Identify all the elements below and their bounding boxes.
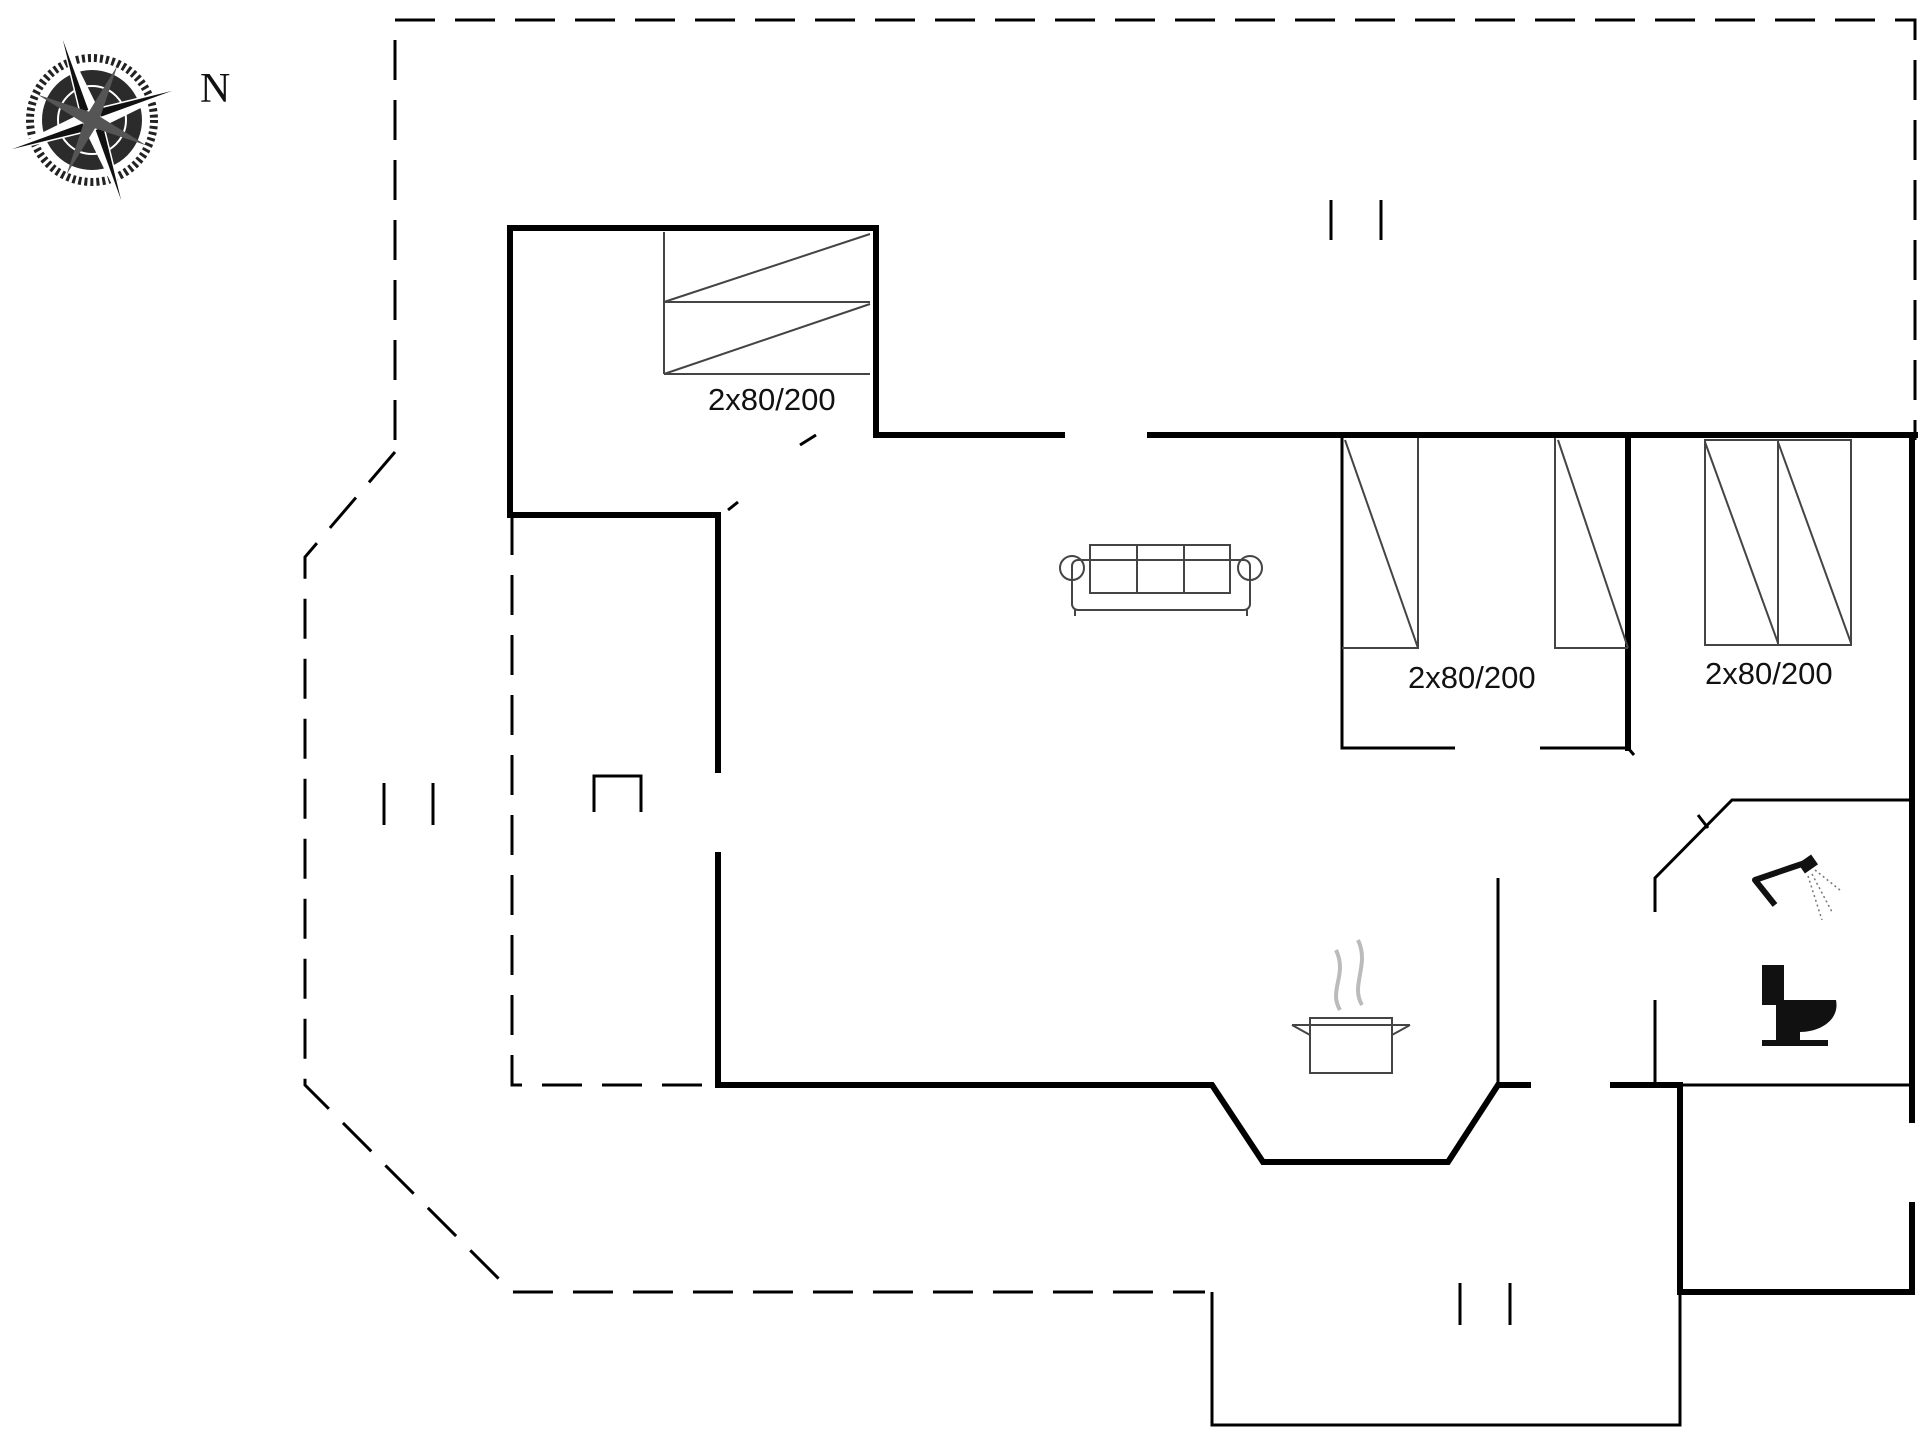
bathroom-wall <box>1653 798 1912 912</box>
porch-outline <box>1210 1292 1682 1427</box>
south-wall <box>715 1082 1531 1165</box>
bed-pair-top-left <box>663 232 871 375</box>
shower-icon <box>1752 854 1841 921</box>
compass-rose-icon <box>5 33 179 207</box>
chair-icon <box>592 774 643 812</box>
window-marker <box>1458 1283 1512 1325</box>
window-marker <box>382 783 435 825</box>
toilet-icon <box>1762 965 1837 1046</box>
bed-size-label: 2x80/200 <box>708 382 836 417</box>
door-arc <box>799 433 817 447</box>
north-label: N <box>200 66 230 112</box>
window-marker <box>1329 200 1383 240</box>
bedroom-middle-wall <box>1540 746 1636 756</box>
inner-dashed-outline <box>510 515 715 1087</box>
bed-size-label: 2x80/200 <box>1705 656 1833 691</box>
cooking-pot-icon <box>1291 939 1411 1074</box>
door-arc <box>1696 814 1710 829</box>
bed-pair-middle <box>1342 438 1629 649</box>
terrace-outline-west <box>303 451 1205 1294</box>
bedroom-middle-wall <box>1340 435 1455 750</box>
bedroom-wall <box>507 225 879 518</box>
terrace-outline <box>393 18 1917 440</box>
annex-wall <box>1677 1082 1915 1295</box>
door-arc <box>727 500 739 512</box>
bed-size-label: 2x80/200 <box>1408 660 1536 695</box>
bedroom-wall-bottom <box>507 512 721 773</box>
sofa-icon <box>1059 544 1263 616</box>
bed-pair-right <box>1704 439 1852 646</box>
